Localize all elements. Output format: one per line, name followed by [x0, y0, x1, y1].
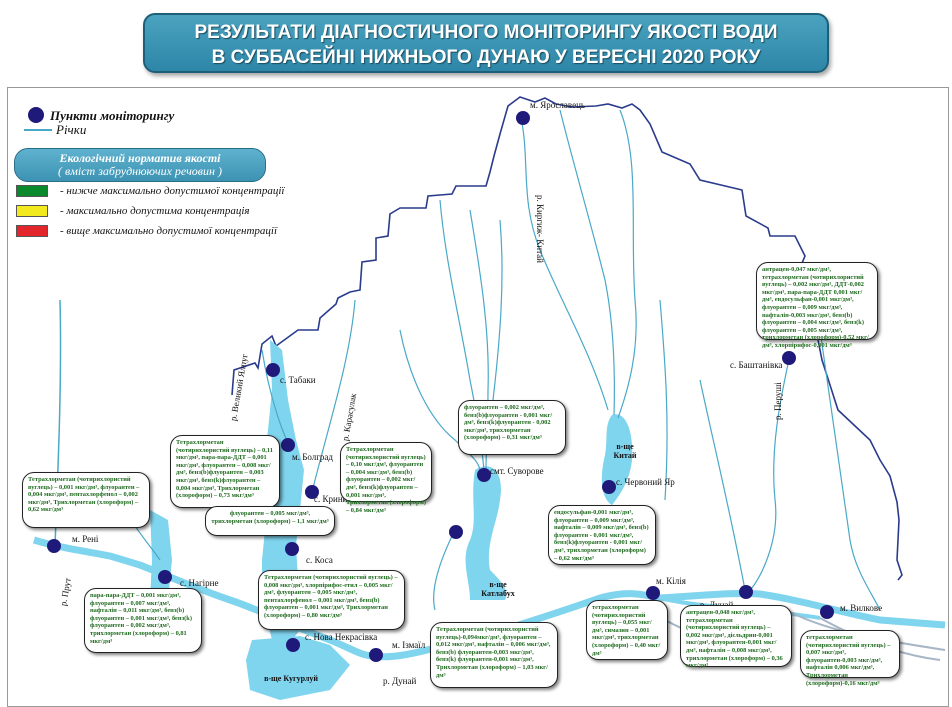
callout-vylkove: тетрахлорметан (чотирихлористий вуглець)…	[800, 630, 900, 687]
place-tabaky: с. Табаки	[280, 375, 316, 385]
place-kosa: с. Коса	[306, 555, 333, 565]
callout-kiliia: тетрахлорметан (чотирихлористий вуглець)…	[586, 600, 668, 660]
legend-row-yellow: - максимально допустима концентрація	[16, 205, 250, 218]
swatch-green	[16, 185, 48, 198]
callout-kosa: флуорантен – 0,005 мкг/дм³, трихлорметан…	[205, 506, 335, 536]
title-banner: РЕЗУЛЬТАТИ ДІАГНОСТИЧНОГО МОНІТОРИНГУ ЯК…	[143, 13, 829, 73]
label-river-kohylnyk: р. Киргиж- Китай	[535, 195, 545, 263]
callout-bashtanivka: антрацен-0,047 мкг/дм³, тетрахлорметан (…	[756, 262, 878, 349]
legend-row-green: - нижче максимально допустимої концентра…	[16, 185, 284, 198]
place-krynychne: с. Криничне	[314, 494, 361, 504]
label-lake-kuhurlui: в-ще Кугурлуй	[264, 674, 318, 683]
callout-chervonyi-yar: ендосульфан-0,001 мкг/дм³, флуорантен – …	[548, 505, 656, 565]
place-izmail: м. Ізмаїл	[392, 640, 426, 650]
callout-reni: Тетрахлорметан (чотирихлористий вуглець)…	[22, 472, 150, 528]
legend-norm-title: Екологічний норматив якості	[59, 151, 221, 165]
swatch-red	[16, 225, 48, 238]
place-nahirne: с. Нагірне	[180, 578, 219, 588]
legend-points-label: Пункти моніторингу	[50, 108, 175, 123]
legend-norm-sub: ( вміст забруднюючих речовин )	[58, 164, 222, 178]
place-bashtanivka: с. Баштанівка	[730, 360, 783, 370]
lake-yalpuh	[262, 340, 304, 640]
lake-katlabukh	[465, 466, 507, 600]
label-lake-kytai: в-ще Китай	[613, 442, 637, 460]
callout-bolhrad: Тетрахлорметан (чотирихлористий вуглець)…	[170, 435, 280, 508]
label-river-dunai-1: р. Дунай	[383, 676, 417, 686]
title-line-2: В СУББАСЕЙНІ НИЖНЬОГО ДУНАЮ У ВЕРЕСНІ 20…	[211, 47, 761, 68]
place-yaroslavets: м. Ярославець	[530, 100, 586, 110]
place-vylkove: м. Вилкове	[840, 603, 883, 613]
legend-norm-box: Екологічний норматив якості ( вміст забр…	[14, 148, 266, 182]
title-line-1: РЕЗУЛЬТАТИ ДІАГНОСТИЧНОГО МОНІТОРИНГУ ЯК…	[194, 22, 778, 43]
place-bolhrad: м. Болград	[292, 452, 334, 462]
label-river-sarata: р. Перуші	[773, 382, 783, 420]
callout-nahirne: пара-пара-ДДТ – 0,001 мкг/дм³, флуоранте…	[84, 588, 202, 653]
place-suvorove: смт. Суворове	[490, 466, 544, 476]
place-chervonyi-yar: с. Червоний Яр	[616, 477, 675, 487]
place-nova-nekrasivka: с. Нова Некрасівка	[305, 632, 378, 642]
callout-kiliia-2: антрацен-0,048 мкг/дм³, тетрахлорметан (…	[680, 605, 792, 669]
legend-river-icon	[24, 129, 52, 131]
legend-point-icon	[28, 107, 44, 123]
callout-suvorove: флуорантен – 0,002 мкг/дм³, бенз(b)флуор…	[458, 400, 566, 455]
callout-nekrasivka: Тетрахлорметан (чотирихлористий вуглець)…	[258, 570, 405, 630]
lake-kuhurlui	[246, 636, 350, 700]
callout-krynychne: Тетрахлорметан (чотирихлористий вуглець)…	[340, 442, 432, 514]
swatch-yellow	[16, 205, 48, 218]
callout-izmail: Тетрахлорметан (чотирихлористий вуглець)…	[430, 622, 558, 688]
label-lake-katlabukh: в-ще Катлабух	[481, 580, 515, 598]
place-reni: м. Рені	[72, 534, 99, 544]
legend-rivers-label: Річки	[56, 122, 87, 137]
legend-row-red: - вище максимально допустимої концентрац…	[16, 225, 277, 238]
place-kiliia: м. Кілія	[656, 576, 686, 586]
